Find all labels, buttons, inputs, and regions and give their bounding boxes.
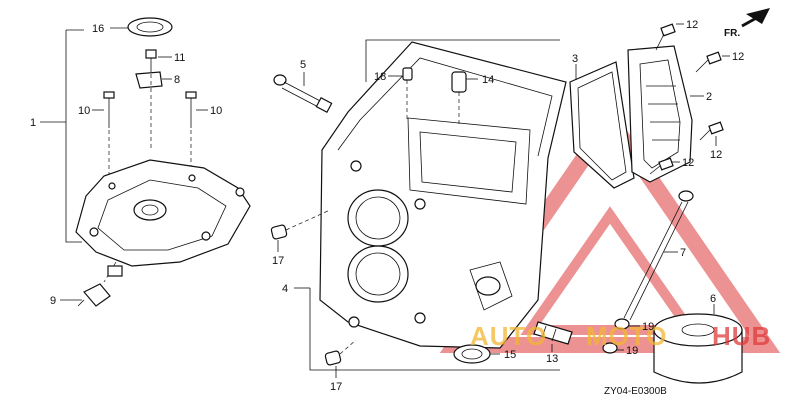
label-part-12-lower: 12 [710,149,722,161]
label-part-5: 5 [300,59,306,71]
label-part-12-front: 12 [682,157,694,169]
label-part-19-lower: 19 [626,345,638,357]
oil-filter-6 [653,304,743,384]
label-part-17-upper: 17 [272,255,284,267]
label-part-2: 2 [706,91,712,103]
label-part-12-top: 12 [686,19,698,31]
clip-8 [135,71,172,89]
sleeve-14 [451,71,478,124]
stud-13 [533,321,573,352]
label-part-14: 14 [482,74,494,86]
bolt-5 [273,72,333,114]
bolt-11 [145,49,172,72]
label-part-10-right: 10 [210,105,222,117]
cylinder-block-bracket [294,39,560,371]
label-part-12-right: 12 [732,51,744,63]
direction-arrow: FR. [724,8,770,39]
left-assembly-bracket [40,29,84,243]
washers-19 [602,318,640,354]
label-part-8: 8 [174,74,180,86]
diagram-code: ZY04-E0300B [604,386,667,397]
label-part-18: 18 [374,71,386,83]
label-part-11: 11 [174,52,185,64]
label-part-9: 9 [50,295,56,307]
gasket-3 [569,61,635,189]
cylinder-block [319,41,567,349]
dowel-18 [388,67,413,120]
dowel-17-lower [324,339,357,378]
label-part-1: 1 [30,117,36,129]
label-part-19-upper: 19 [642,321,654,333]
label-part-16: 16 [92,23,104,35]
direction-label: FR. [724,28,740,39]
dipstick-7 [623,190,694,321]
label-part-15: 15 [504,349,516,361]
label-part-10-left: 10 [78,105,90,117]
label-part-7: 7 [680,247,686,259]
watermark-auto: AUTO [470,321,547,351]
label-part-4: 4 [282,283,288,295]
label-part-3: 3 [572,53,578,65]
sensor-9 [60,261,123,307]
watermark-moto: MOTO [586,321,668,351]
watermark-hub: HUB [712,321,771,351]
label-part-17-lower: 17 [330,381,342,393]
oil-seal-15 [453,344,500,364]
dowel-17-upper [270,209,331,252]
watermark-text: AUTO MOTO HUB [470,321,771,351]
label-part-13: 13 [546,353,558,365]
oil-seal-16 [110,17,173,37]
bolts-12 [649,23,730,175]
cover-2 [627,45,704,183]
label-part-6: 6 [710,293,716,305]
part-number-labels: 1 2 3 4 5 6 7 8 9 10 10 11 12 12 12 12 1… [30,19,744,393]
oil-pump-plate [75,159,251,267]
